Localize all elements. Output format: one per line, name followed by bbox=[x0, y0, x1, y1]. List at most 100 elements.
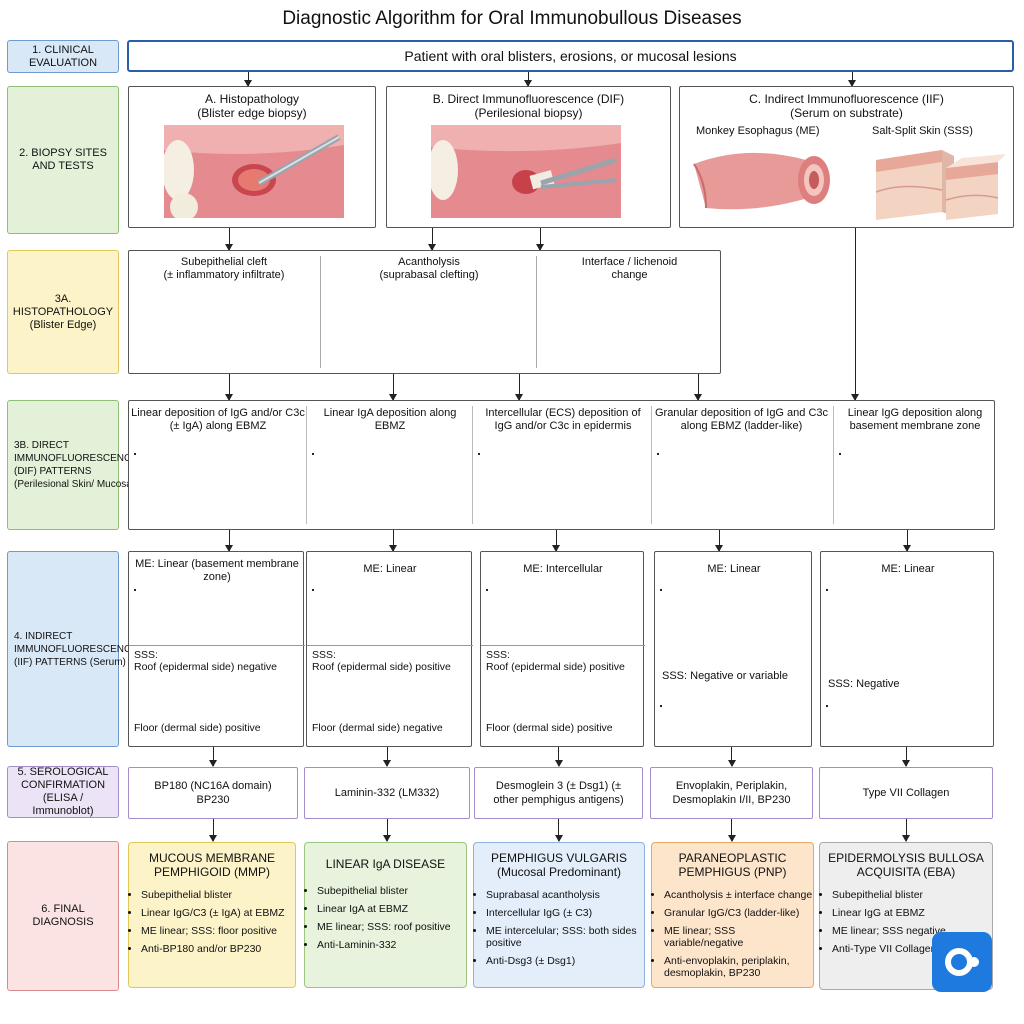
page-title: Diagnostic Algorithm for Oral Immunobull… bbox=[282, 8, 742, 29]
diagnosis-criterion: Anti-Dsg3 (± Dsg1) bbox=[486, 955, 644, 967]
iif-sss-floor: Floor (dermal side) positive bbox=[134, 722, 261, 734]
biopsy-iif-box: C. Indirect Immunofluorescence (IIF) (Se… bbox=[679, 86, 1014, 228]
dif-label-3: Intercellular (ECS) deposition of IgG an… bbox=[485, 407, 641, 432]
dif-divider bbox=[472, 406, 473, 524]
iif-sss-heading: SSS: bbox=[312, 649, 336, 661]
histo-subtitle: (suprabasal clefting) bbox=[379, 269, 479, 281]
dif-image-4 bbox=[657, 453, 659, 455]
stage-2-label: 2. BIOPSY SITES AND TESTS bbox=[7, 86, 119, 234]
iif-me-label: ME: Linear bbox=[707, 563, 761, 575]
diagnosis-criterion: Anti-Type VII Collagen bbox=[832, 943, 992, 955]
iif-divider bbox=[481, 645, 645, 646]
stage-6-label: 6. FINAL DIAGNOSIS bbox=[7, 841, 119, 991]
histo-divider-1 bbox=[320, 256, 321, 368]
diagnosis-criteria-list: Subepithelial blisterLinear IgA at EBMZ M… bbox=[305, 885, 466, 951]
histo-divider-2 bbox=[536, 256, 537, 368]
dif-label-2: Linear IgA deposition along EBMZ bbox=[323, 407, 457, 432]
iif-sss-roof: Roof (epidermal side) positive bbox=[486, 661, 625, 673]
iif-sss-label: SSS: Negative or variable bbox=[662, 670, 788, 682]
sss-label: Salt-Split Skin (SSS) bbox=[872, 125, 973, 137]
diagnosis-criterion: ME linear; SSS: floor positive bbox=[141, 925, 295, 937]
histopathology-panel bbox=[128, 250, 721, 374]
biopsy-c-title: C. Indirect Immunofluorescence (IIF) bbox=[749, 92, 944, 106]
iif-me-label: ME: Linear bbox=[881, 563, 935, 575]
iif-sss-label: SSS:Roof (epidermal side) positive bbox=[312, 649, 468, 673]
diagnosis-criteria-list: Suprabasal acantholysisIntercellular IgG… bbox=[474, 889, 644, 967]
serology-box-1: BP180 (NC16A domain) BP230 bbox=[128, 767, 298, 819]
iif-me-image bbox=[660, 589, 662, 591]
serology-text: Laminin-332 (LM332) bbox=[334, 787, 440, 799]
iif-sss-label: SSS: Negative bbox=[828, 678, 900, 690]
diagnosis-criterion: ME linear; SSS: roof positive bbox=[317, 921, 466, 933]
dif-image-3 bbox=[478, 453, 480, 455]
me-label: Monkey Esophagus (ME) bbox=[696, 125, 820, 137]
diagnosis-criterion: Granular IgG/C3 (ladder-like) bbox=[664, 907, 813, 919]
diagnosis-criterion: Anti-BP180 and/or BP230 bbox=[141, 943, 295, 955]
diagnosis-criterion: Anti-envoplakin, periplakin, desmoplakin… bbox=[664, 955, 813, 979]
salt-split-skin-image bbox=[875, 150, 1006, 220]
dif-image-1 bbox=[134, 453, 136, 455]
iif-divider bbox=[129, 645, 305, 646]
iif-sss-roof: Roof (epidermal side) positive bbox=[312, 661, 451, 673]
iif-sss-heading: SSS: bbox=[486, 649, 510, 661]
iif-divider bbox=[307, 645, 473, 646]
iif-sss-image bbox=[660, 705, 662, 707]
iif-me-image bbox=[486, 589, 488, 591]
diagnosis-criterion: Subepithelial blister bbox=[317, 885, 466, 897]
iif-me-image bbox=[312, 589, 314, 591]
iif-me-image bbox=[134, 589, 136, 591]
diagnosis-box-5: EPIDERMOLYSIS BULLOSA ACQUISITA (EBA)Sub… bbox=[819, 842, 993, 990]
iif-me-label: ME: Intercellular bbox=[523, 563, 603, 575]
diagnosis-box-4: PARANEOPLASTIC PEMPHIGUS (PNP)Acantholys… bbox=[651, 842, 814, 988]
diagnosis-box-2: LINEAR IgA DISEASE Subepithelial blisterL… bbox=[304, 842, 467, 988]
diagnosis-title: MUCOUS MEMBRANE PEMPHIGOID (MMP) bbox=[148, 851, 275, 879]
histo-title: Interface / lichenoid bbox=[581, 256, 678, 268]
iif-sss-heading: SSS: bbox=[134, 649, 158, 661]
patient-box: Patient with oral blisters, erosions, or… bbox=[127, 40, 1014, 72]
diagnosis-criteria-list: Subepithelial blisterLinear IgG at EBMZM… bbox=[820, 889, 992, 955]
iif-sss-label: SSS:Roof (epidermal side) positive bbox=[486, 649, 640, 673]
iif-sss-image bbox=[826, 705, 828, 707]
serology-text: Desmoglein 3 (± Dsg1) (± other pemphigus… bbox=[493, 780, 624, 806]
serology-box-2: Laminin-332 (LM332) bbox=[304, 767, 470, 819]
oral-biopsy-image-a bbox=[164, 125, 344, 218]
biopsy-c-subtitle: (Serum on substrate) bbox=[790, 106, 903, 120]
diagnosis-criterion: Anti-Laminin-332 bbox=[317, 939, 466, 951]
diagnosis-criterion: ME linear; SSS variable/negative bbox=[664, 925, 813, 949]
biopsy-a-subtitle: (Blister edge biopsy) bbox=[197, 106, 307, 120]
monkey-esophagus-image bbox=[693, 152, 830, 210]
stage-5-label: 5. SEROLOGICAL CONFIRMATION (ELISA / Imm… bbox=[7, 766, 119, 818]
diagnosis-criterion: Linear IgG/C3 (± IgA) at EBMZ bbox=[141, 907, 295, 919]
dif-label-5: Linear IgG deposition along basement mem… bbox=[847, 407, 983, 432]
serology-text: Envoplakin, Periplakin, Desmoplakin I/II… bbox=[672, 780, 791, 806]
dif-divider bbox=[833, 406, 834, 524]
histo-subtitle: (± inflammatory infiltrate) bbox=[163, 269, 285, 281]
app-logo-icon bbox=[932, 932, 992, 992]
iif-box-1: ME: Linear (basement membrane zone)SSS:R… bbox=[128, 551, 305, 747]
iif-me-image bbox=[826, 589, 828, 591]
iif-me-label: ME: Linear (basement membrane zone) bbox=[135, 558, 299, 583]
iif-sss-floor: Floor (dermal side) positive bbox=[486, 722, 613, 734]
dif-image-5 bbox=[839, 453, 841, 455]
diagnosis-criterion: ME linear; SSS negative bbox=[832, 925, 992, 937]
serology-text: Type VII Collagen bbox=[862, 787, 950, 799]
diagnosis-criterion: ME intercelular; SSS: both sides positiv… bbox=[486, 925, 644, 949]
diagnosis-title: LINEAR IgA DISEASE bbox=[325, 857, 446, 871]
biopsy-b-title: B. Direct Immunofluorescence (DIF) bbox=[432, 92, 625, 106]
serology-box-5: Type VII Collagen bbox=[819, 767, 993, 819]
diagnosis-criteria-list: Acantholysis ± interface changeGranular … bbox=[652, 889, 813, 979]
stage-1-label: 1. CLINICAL EVALUATION bbox=[7, 40, 119, 73]
patient-text: Patient with oral blisters, erosions, or… bbox=[404, 48, 737, 64]
diagnosis-criterion: Intercellular IgG (± C3) bbox=[486, 907, 644, 919]
diagnosis-box-3: PEMPHIGUS VULGARIS (Mucosal Predominant)… bbox=[473, 842, 645, 988]
serology-box-3: Desmoglein 3 (± Dsg1) (± other pemphigus… bbox=[474, 767, 643, 819]
diagnosis-criteria-list: Subepithelial blisterLinear IgG/C3 (± Ig… bbox=[129, 889, 295, 955]
diagnosis-criterion: Acantholysis ± interface change bbox=[664, 889, 813, 901]
diagnosis-criterion: Suprabasal acantholysis bbox=[486, 889, 644, 901]
stage-3a-label: 3A. HISTOPATHOLOGY (Blister Edge) bbox=[7, 250, 119, 374]
diagnosis-criterion: Subepithelial blister bbox=[141, 889, 295, 901]
diagnosis-criterion: Linear IgA at EBMZ bbox=[317, 903, 466, 915]
